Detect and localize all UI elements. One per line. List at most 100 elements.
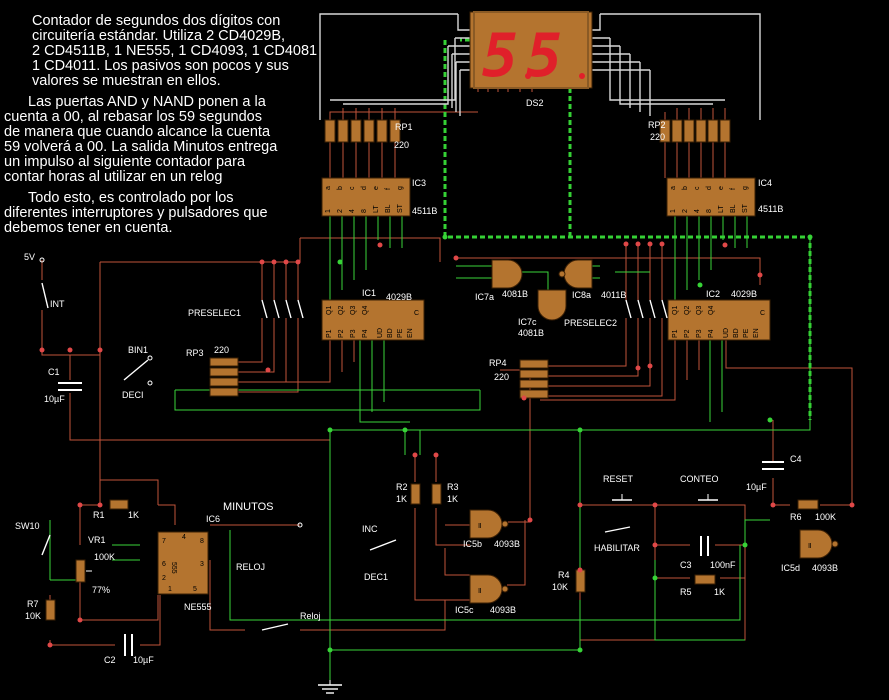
ic-pin-label: BD (733, 328, 740, 338)
ic-pin-label: 1 (325, 209, 332, 213)
ic-pin-label: UD (723, 328, 730, 338)
ic-pin-label: c (694, 186, 701, 190)
nand-schmitt-ic5d: Ⅱ IC5d 4093B (781, 529, 839, 573)
desc-line: debemos tener en cuenta. (4, 220, 173, 236)
rp1-value: 220 (394, 140, 409, 150)
preselec2-label: PRESELEC2 (564, 318, 617, 328)
deci-label: DECI (122, 390, 144, 400)
ic-pin-label: f (385, 188, 392, 190)
potentiometer-vr1[interactable]: VR1 100K 77% (75, 535, 115, 595)
ic-pin-label: 2 (682, 209, 689, 213)
desc-line: un impulso al siguiente contador para (4, 154, 246, 170)
ic4-ref: IC4 (758, 178, 772, 188)
desc-line: contar horas al utilizar en un relog (4, 169, 223, 185)
ic-pin-label: P2 (338, 329, 345, 338)
nand-gate-ic8a: IC8a 4011B (558, 259, 626, 300)
resistor-r7: R7 10K (25, 599, 56, 621)
ic-pin-label: LT (373, 205, 380, 213)
ic-pin-label: Q2 (338, 306, 345, 315)
ic8a-part: 4011B (601, 290, 626, 300)
c2-ref: C2 (104, 655, 116, 665)
ic6-pin: 3 (200, 561, 204, 568)
r4-value: 10K (552, 582, 568, 592)
desc-line: de manera que cuando alcance la cuenta (4, 124, 271, 140)
bin1-deci-switch[interactable]: BIN1 DECI (122, 345, 153, 400)
desc-line: Las puertas AND y NAND ponen a la (28, 94, 266, 110)
ic-pin-label: c (349, 186, 356, 190)
dip-switch[interactable] (261, 299, 268, 319)
ic-pin-label: 8 (361, 209, 368, 213)
ic-pin-label: P1 (672, 329, 679, 338)
r2-ref: R2 (396, 482, 408, 492)
conteo-pushbutton[interactable]: CONTEO (680, 474, 719, 501)
dip-switch[interactable] (637, 299, 644, 319)
ic-pin-label: Q3 (350, 306, 357, 315)
ic-pin-label: Q4 (362, 306, 369, 315)
junction-dots (39, 241, 855, 648)
ic-pin-label: g (397, 186, 404, 190)
inc-label: INC (362, 524, 378, 534)
ic3-part: 4511B (412, 206, 437, 216)
supply-5v: 5V (24, 252, 45, 263)
vr1-value: 100K (94, 552, 115, 562)
ic1-ref: IC1 (362, 288, 376, 298)
ground-icon (318, 680, 342, 694)
preselec1-label: PRESELEC1 (188, 308, 241, 318)
ic-pin-label: P3 (350, 329, 357, 338)
nand-schmitt-ic5b: Ⅱ IC5b 4093B (463, 509, 520, 549)
ic-pin-label: EN (407, 328, 414, 338)
ic-pin-label: Q3 (696, 306, 703, 315)
int-switch[interactable]: INT (41, 282, 65, 309)
reset-label: RESET (603, 474, 634, 484)
habilitar-label: HABILITAR (594, 543, 640, 553)
ic-pin-label: 8 (706, 209, 713, 213)
description-text: Contador de segundos dos dígitos con cir… (4, 14, 322, 242)
ic-pin-label: 1 (670, 209, 677, 213)
ic7a-part: 4081B (502, 289, 528, 299)
dip-switch[interactable] (661, 299, 668, 319)
r3-value: 1K (447, 494, 458, 504)
decimal-point (579, 73, 585, 79)
ic7c-part: 4081B (518, 328, 544, 338)
c4-value: 10µF (746, 482, 767, 492)
sw10-label: SW10 (15, 521, 40, 531)
dip-switch[interactable] (285, 299, 292, 319)
habilitar-switch[interactable]: HABILITAR (594, 526, 640, 553)
minutos-label: MINUTOS (223, 501, 274, 513)
dip-switch[interactable] (273, 299, 280, 319)
dip-switch[interactable] (297, 299, 304, 319)
ic-pin-label: e (373, 186, 380, 190)
vr1-position: 77% (92, 585, 110, 595)
ic-pin-label: Q1 (326, 306, 333, 315)
preselec1-switches[interactable]: PRESELEC1 (188, 299, 304, 319)
and-gate-ic7a: IC7a 4081B (475, 259, 528, 302)
r7-ref: R7 (27, 599, 39, 609)
ic-pin-label: b (682, 186, 689, 190)
reset-pushbutton[interactable]: RESET (603, 474, 634, 501)
capacitor-c2: C2 10µF (104, 634, 154, 665)
ic6-pin: 2 (162, 575, 166, 582)
dip-switch[interactable] (625, 299, 632, 319)
ic-pin-label: PE (397, 328, 404, 338)
sw10-switch[interactable]: SW10 (15, 521, 51, 556)
ic-pin-label: Q2 (684, 306, 691, 315)
desc-line: cuenta a 00, al rebasar los 59 segundos (4, 109, 262, 125)
ic3-ref: IC3 (412, 178, 426, 188)
ic-pin-label: d (361, 186, 368, 190)
r1-ref: R1 (93, 510, 105, 520)
c2-value: 10µF (133, 655, 154, 665)
nand-schmitt-ic5c: Ⅱ IC5c 4093B (455, 574, 516, 615)
ic-pin-label: EN (753, 328, 760, 338)
c3-value: 100nF (710, 560, 736, 570)
rp2-value: 220 (650, 132, 665, 142)
reloj-switch[interactable]: Reloj (261, 611, 321, 631)
ic7a-ref: IC7a (475, 292, 494, 302)
dip-switch[interactable] (649, 299, 656, 319)
ic5d-part: 4093B (812, 563, 838, 573)
inc-dec-switch[interactable]: INC DEC1 (362, 524, 397, 582)
ic-pin-label: PE (743, 328, 750, 338)
preselec2-switches[interactable]: PRESELEC2 (564, 299, 668, 328)
ic-pin-label: P3 (696, 329, 703, 338)
c1-ref: C1 (48, 367, 60, 377)
